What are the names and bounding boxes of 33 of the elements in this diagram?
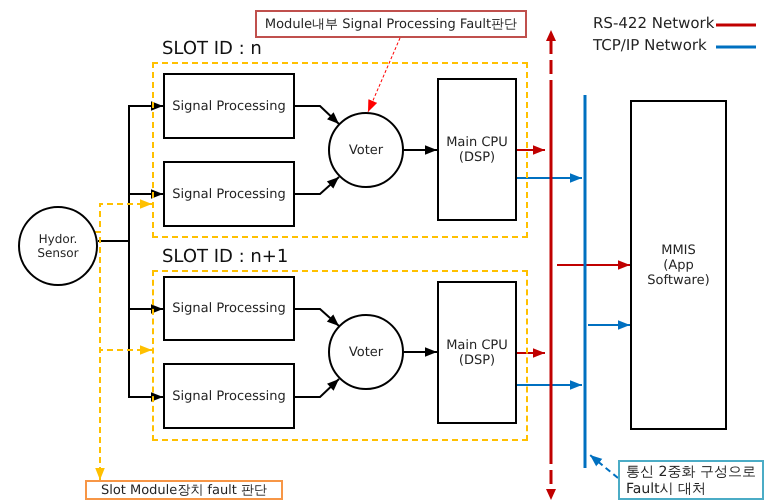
legend-label: TCP/IP Network (593, 36, 707, 54)
voter-circle: Voter (328, 112, 404, 188)
arrow (557, 260, 630, 270)
cpu-box: Main CPU (DSP) (437, 281, 517, 424)
note-box: 통신 2중화 구성으로 Fault시 대처 (618, 460, 764, 500)
arrow (517, 348, 545, 358)
sensor-circle: Hydor. Sensor (18, 206, 98, 286)
legend-label: RS-422 Network (593, 14, 714, 32)
slot-heading: SLOT ID : n (162, 38, 262, 59)
arrow (589, 454, 619, 479)
arrow (404, 145, 437, 155)
arrow (295, 105, 340, 125)
process-box: Signal Processing (163, 73, 295, 139)
slot-heading: SLOT ID : n+1 (162, 246, 288, 267)
arrow (295, 308, 340, 327)
mmis-box: MMIS (App Software) (630, 100, 727, 430)
arrow (588, 320, 630, 330)
arrow (517, 380, 582, 390)
voter-circle: Voter (328, 314, 404, 390)
arrow (517, 145, 545, 155)
network-bus (582, 95, 588, 468)
arrow (517, 173, 582, 183)
note-box: Slot Module장치 fault 판단 (85, 480, 283, 500)
callout-box: Module내부 Signal Processing Fault판단 (255, 10, 527, 38)
process-box: Signal Processing (163, 363, 295, 429)
process-box: Signal Processing (163, 161, 295, 227)
network-bus (545, 30, 557, 500)
cpu-box: Main CPU (DSP) (437, 78, 517, 221)
process-box: Signal Processing (163, 276, 295, 341)
arrow (295, 378, 340, 398)
leader-arrow (368, 38, 400, 112)
arrow (295, 176, 340, 195)
arrow (404, 347, 437, 357)
